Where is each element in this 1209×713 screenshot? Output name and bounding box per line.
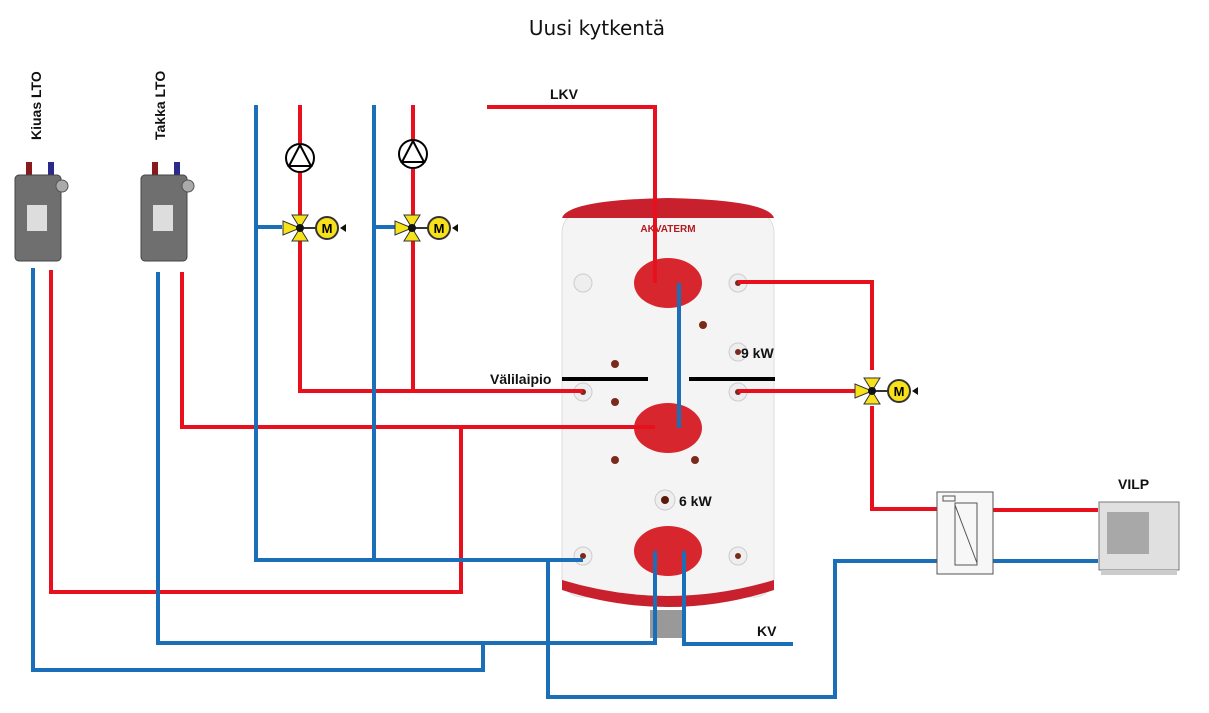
vilp-label: VILP (1118, 476, 1149, 492)
valve-to-hx-pipe (870, 406, 937, 511)
circuit1-return (254, 105, 583, 562)
tank-to-valve-pipe (738, 280, 874, 370)
brand-logo: AKVATERM (640, 224, 695, 235)
cold-pipes (31, 105, 1098, 699)
takka-lto-unit (140, 162, 195, 262)
diagram-title: Uusi kytkentä (529, 16, 665, 40)
valilaipio-label: Välilaipio (490, 371, 551, 387)
mixing-valve-icon: M (854, 377, 918, 405)
mixing-valve-icon: M (394, 214, 458, 242)
takka-lto-label: Takka LTO (152, 71, 168, 140)
hot-pipes (49, 105, 1098, 594)
storage-tank: AKVATERM (561, 198, 775, 638)
pump-icon (398, 138, 428, 169)
takka-return (156, 272, 657, 645)
circuit1-pipe (298, 170, 583, 393)
mixing-valve-icon: M (282, 214, 346, 242)
pump-icon (285, 142, 315, 173)
hx-return (546, 559, 937, 699)
vilp-unit (1098, 501, 1180, 575)
kiuas-lto-label: Kiuas LTO (28, 71, 44, 140)
kiuas-lto-unit (14, 162, 69, 262)
kiuas-pipe (49, 270, 463, 594)
lkv-label: LKV (550, 86, 579, 102)
heat-exchanger (936, 491, 994, 575)
kiuas-return (31, 268, 485, 672)
takka-pipe (180, 272, 655, 429)
svg-text:M: M (322, 221, 333, 236)
port-flange-top (634, 258, 702, 308)
svg-text:M: M (434, 221, 445, 236)
port-flange-bottom (634, 526, 702, 576)
lkv-pipe (487, 105, 657, 283)
svg-text:M: M (894, 384, 905, 399)
kw6-label: 6 kW (679, 493, 712, 509)
tank-bottom-ring (562, 580, 774, 607)
tank-top-cap (562, 198, 774, 218)
kv-label: KV (757, 623, 777, 639)
kw9-label: 9 kW (741, 345, 774, 361)
kv-pipe (682, 551, 793, 646)
port-flange-middle (634, 403, 702, 453)
